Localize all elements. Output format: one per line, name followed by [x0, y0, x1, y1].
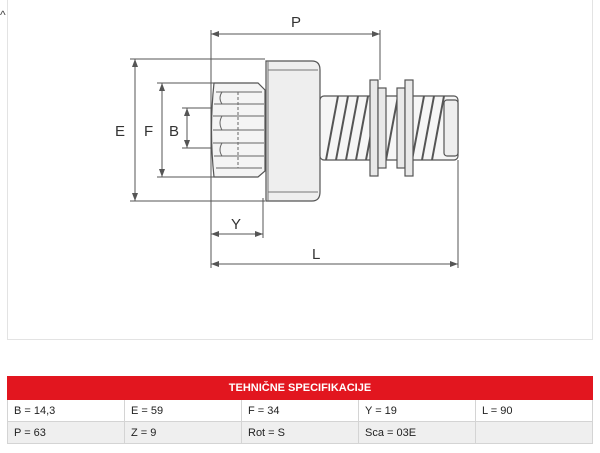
shift-collar	[369, 79, 414, 177]
spec-cell: Rot = S	[241, 421, 359, 444]
dimension-label-e: E	[115, 123, 125, 140]
dimension-label-p: P	[291, 14, 301, 31]
spec-cell: E = 59	[124, 399, 242, 422]
spec-cell: B = 14,3	[7, 399, 125, 422]
dimension-label-b: B	[169, 123, 179, 140]
dimension-label-y: Y	[231, 216, 241, 233]
spec-cell: L = 90	[475, 399, 593, 422]
pinion-teeth	[213, 91, 264, 169]
specifications-table: TEHNIČNE SPECIFIKACIJE B = 14,3 E = 59 F…	[7, 376, 593, 444]
dimension-arrows	[132, 31, 458, 267]
spec-cell	[475, 421, 593, 444]
technical-drawing-panel	[7, 0, 593, 340]
clutch-housing-detail	[267, 61, 318, 201]
dimension-label-l: L	[312, 246, 320, 263]
table-header: TEHNIČNE SPECIFIKACIJE	[7, 376, 593, 400]
spec-cell: F = 34	[241, 399, 359, 422]
cursor-caret: ^	[0, 8, 6, 22]
clutch-housing	[265, 60, 321, 202]
starter-drive-drawing: P E F B Y L	[115, 14, 459, 268]
table-row: P = 63 Z = 9 Rot = S Sca = 03E	[7, 421, 593, 444]
shaft-end-stop	[443, 99, 459, 157]
spec-cell: Z = 9	[124, 421, 242, 444]
spec-cell: Sca = 03E	[358, 421, 476, 444]
table-row: B = 14,3 E = 59 F = 34 Y = 19 L = 90	[7, 399, 593, 422]
dimension-label-f: F	[144, 123, 153, 140]
spec-cell: Y = 19	[358, 399, 476, 422]
spec-cell: P = 63	[7, 421, 125, 444]
